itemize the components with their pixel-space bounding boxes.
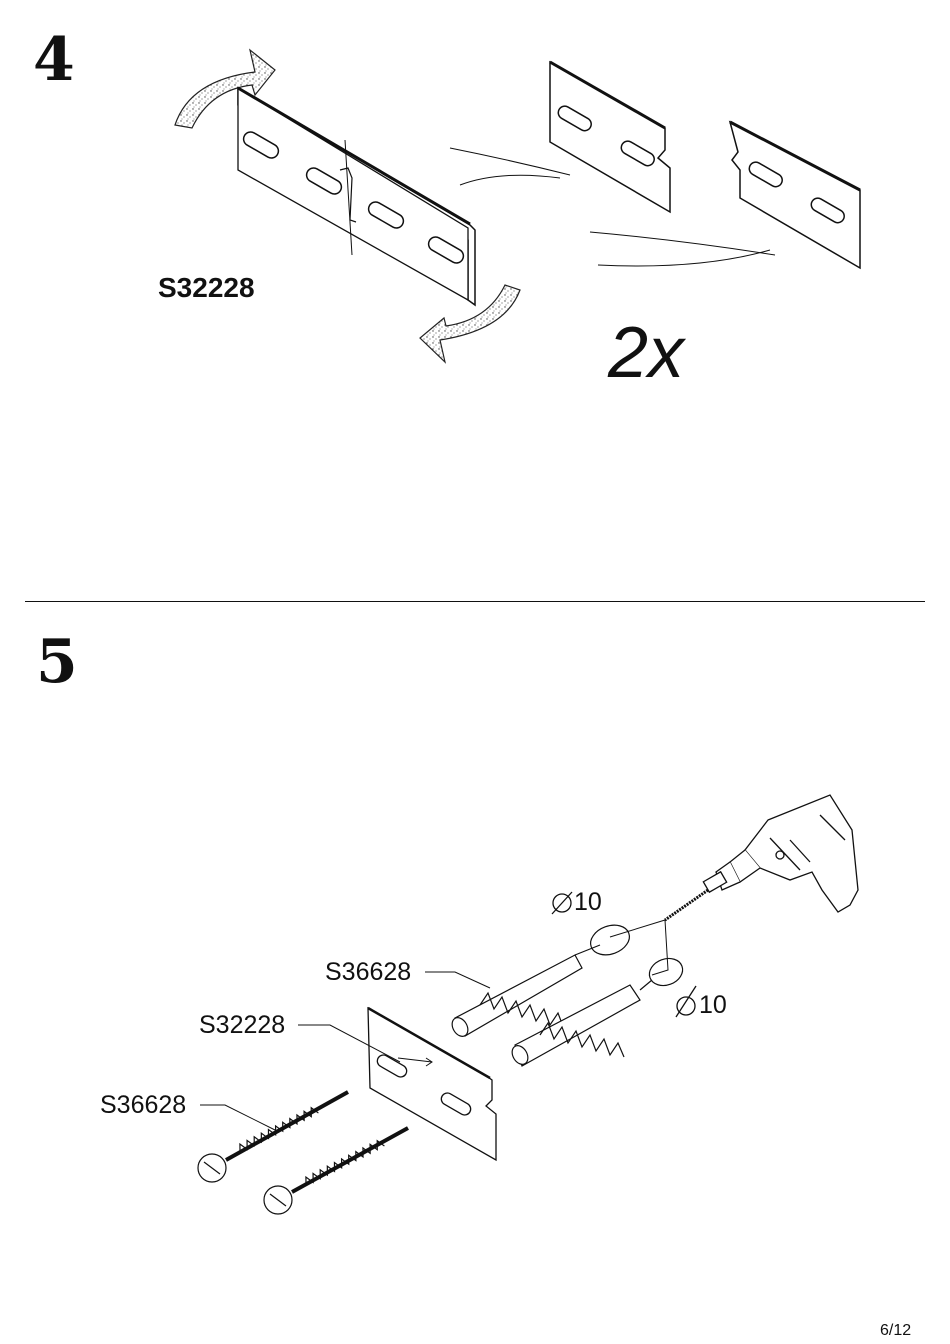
wall-plug-lower [509,980,652,1067]
step-number-5: 5 [36,632,78,692]
diameter-icon [552,892,572,914]
bracket-half-right [730,122,860,268]
wall-plug-upper [449,945,600,1039]
step-divider [25,601,925,602]
bracket-half-left [550,62,670,212]
dowel-label: S36628 [325,958,411,987]
step4-illustration [0,0,950,600]
screw-label: S36628 [100,1091,186,1120]
drill-icon [703,795,858,912]
part-code-s32228: S32228 [158,272,255,304]
drill-diameter-label-1: 10 [574,888,602,917]
wall-bracket [368,1008,496,1160]
quantity-label: 2x [608,312,684,394]
screw-upper [198,1092,348,1182]
diameter-icon [676,986,696,1017]
bracket-label: S32228 [199,1011,285,1040]
page-number: 6/12 [880,1322,911,1340]
screw-lower [264,1128,408,1214]
drill-diameter-label-2: 10 [699,991,727,1020]
bracket-combined [238,88,475,305]
